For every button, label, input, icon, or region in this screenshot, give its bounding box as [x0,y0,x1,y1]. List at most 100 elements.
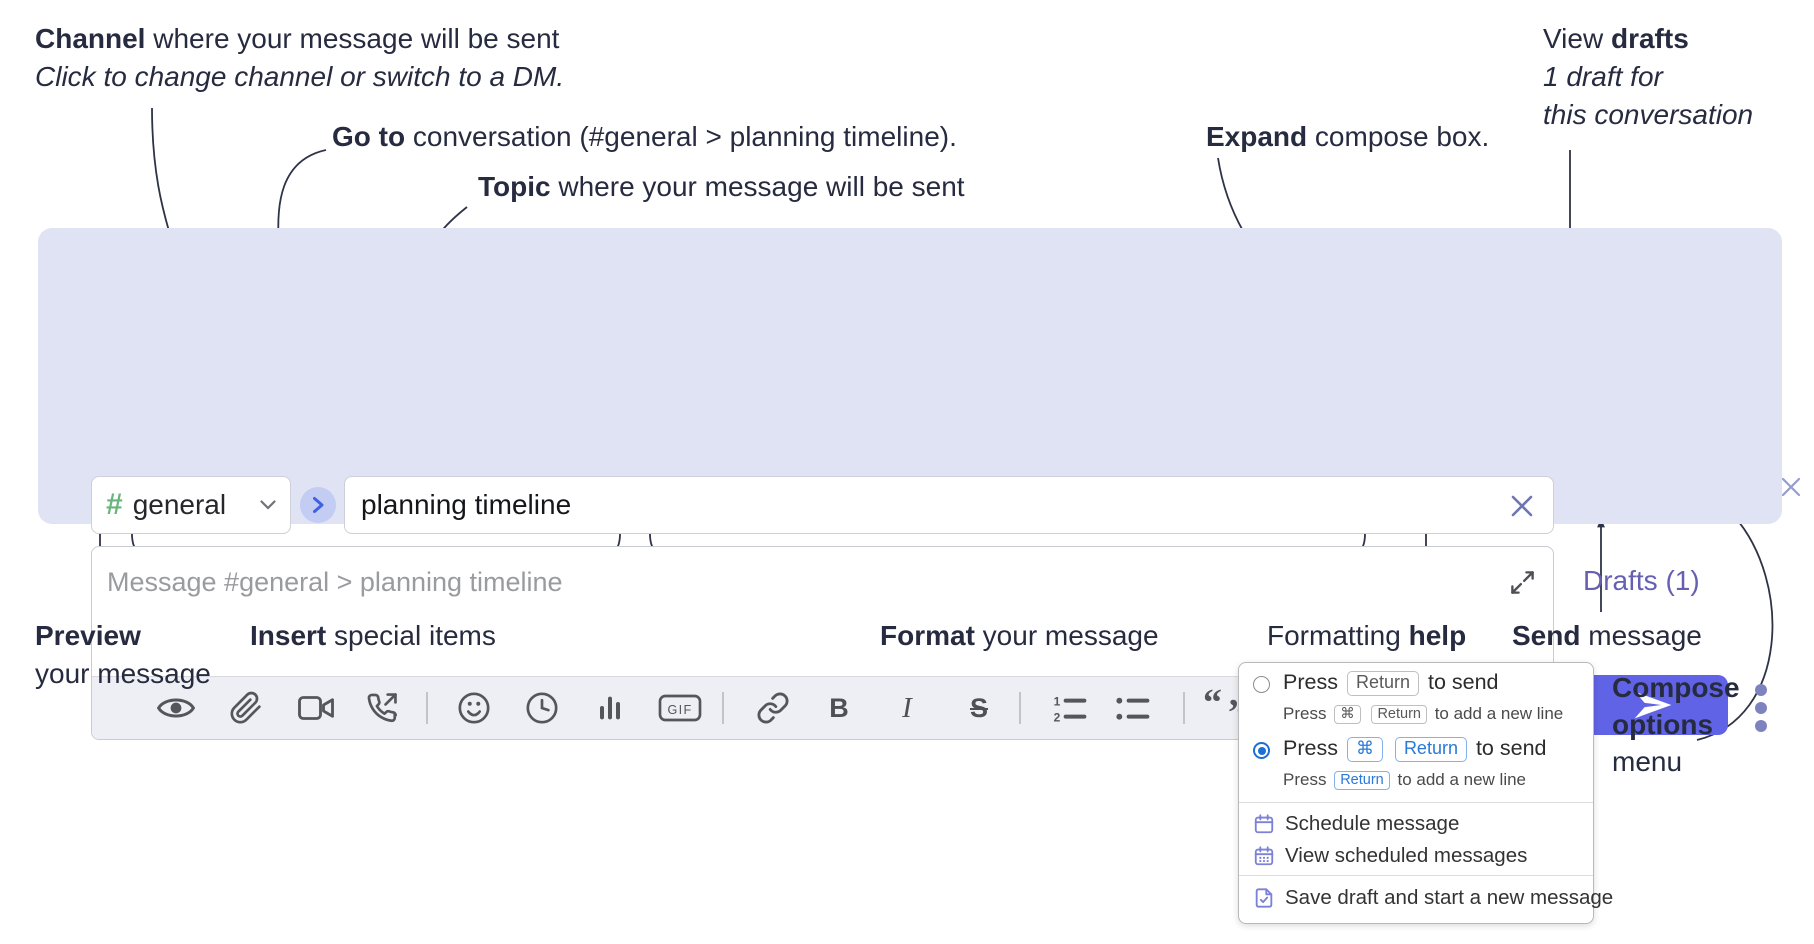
annotation-channel-rest: where your message will be sent [145,23,560,54]
compose-options-button[interactable] [1748,679,1774,735]
send-plane-icon [1634,691,1671,719]
clear-topic-button[interactable] [1508,492,1536,520]
message-input[interactable] [92,547,1553,677]
bold-button[interactable]: B [815,684,863,732]
row2-post: to send [1475,736,1547,760]
radio-cmd-return-to-send[interactable] [1253,742,1270,759]
numbered-list-icon: 1 2 [1054,694,1087,723]
expand-compose-button[interactable] [1509,569,1537,597]
topic-input[interactable] [344,476,1554,534]
menu-item-view-scheduled[interactable]: View scheduled messages [1239,842,1593,874]
label-send-rest: message [1580,620,1702,651]
chevron-right-icon [312,497,323,513]
label-format: Format your message [880,620,1159,652]
compose-options-word1: Compose [1612,672,1740,703]
return-key: Return [1394,737,1467,762]
menu-item-save-draft[interactable]: Save draft and start a new message [1239,884,1613,916]
row2-pre: Press [1283,736,1338,760]
return-key: Return [1334,771,1390,790]
italic-button[interactable]: I [883,684,931,732]
annotation-expand-bold: Expand [1206,121,1308,152]
compose-box: # general [38,228,1801,740]
row2-sub-post: to add a new line [1397,770,1527,789]
label-formatting-help-pre: Formatting [1267,620,1409,651]
gif-label: GIF [667,703,692,717]
paperclip-icon [230,691,261,724]
toolbar-separator [1019,692,1021,724]
toolbar-separator [426,692,428,724]
cmd-key: ⌘ [1346,737,1383,762]
close-icon [1781,477,1801,497]
annotation-topic: Topic where your message will be sent [478,170,965,204]
strikethrough-button[interactable]: S [955,684,1003,732]
link-icon [757,692,789,724]
row2-sub-pre: Press [1283,770,1327,789]
label-compose-options-line2: options [1612,709,1713,741]
bar-chart-icon [600,696,620,720]
clock-icon [526,692,558,724]
label-formatting-help: Formatting help [1267,620,1466,652]
annotation-channel-bold: Channel [35,23,146,54]
menu-divider [1239,802,1593,803]
send-button[interactable] [1577,675,1728,735]
annotation-channel-line2: Click to change channel or switch to a D… [35,61,565,92]
calendar-icon [1254,814,1274,834]
menu-item-label: View scheduled messages [1285,844,1528,867]
annotation-view-drafts-line2: 1 draft for [1543,61,1663,92]
attach-file-button[interactable] [222,684,270,732]
close-icon [1511,495,1533,517]
menu-item-schedule-message[interactable]: Schedule message [1239,810,1593,842]
bulleted-list-icon [1116,697,1150,720]
add-global-time-button[interactable] [518,684,566,732]
annotation-view-drafts: View drafts [1543,22,1689,56]
drafts-link[interactable]: Drafts (1) [1583,565,1700,596]
expand-diagonal-icon [1511,571,1534,594]
menu-row-return-to-send[interactable]: Press Return to send [1283,670,1499,696]
ol-number-2: 2 [1054,710,1061,723]
label-insert: Insert special items [250,620,496,652]
cmd-key: ⌘ [1334,705,1361,724]
bulleted-list-button[interactable] [1108,684,1156,732]
channel-name: general [132,489,227,520]
label-send-bold: Send [1512,620,1581,651]
row1-sub-post: to add a new line [1434,704,1564,723]
voice-call-button[interactable] [358,684,406,732]
label-preview-bold: Preview [35,620,141,651]
label-insert-bold: Insert [250,620,327,651]
label-format-rest: your message [974,620,1159,651]
label-compose-options-line3: menu [1612,746,1683,777]
calendar-days-icon [1254,846,1274,866]
add-gif-button[interactable]: GIF [656,684,704,732]
video-camera-icon [298,696,334,720]
radio-return-to-send[interactable] [1253,676,1270,693]
go-to-conversation-button[interactable] [300,487,336,523]
menu-row-cmd-return-to-send[interactable]: Press ⌘ Return to send [1283,736,1546,762]
annotation-topic-bold: Topic [478,171,551,202]
bold-icon: B [829,692,849,723]
file-check-icon [1255,888,1273,908]
menu-item-label: Schedule message [1285,812,1460,835]
annotation-channel: Channel where your message will be sent [35,22,559,56]
annotation-expand: Expand compose box. [1206,120,1489,154]
quote-open-glyph: “ [1203,682,1222,724]
numbered-list-button[interactable]: 1 2 [1045,684,1093,732]
toolbar-separator [722,692,724,724]
add-poll-button[interactable] [586,684,634,732]
annotation-view-drafts-bold: drafts [1610,23,1689,54]
row1-sub-pre: Press [1283,704,1327,723]
close-compose-button[interactable] [1778,474,1806,502]
label-send: Send message [1512,620,1702,652]
channel-selector[interactable]: # general [91,476,291,534]
add-emoji-button[interactable] [450,684,498,732]
italic-icon: I [902,691,912,724]
label-format-bold: Format [880,620,975,651]
insert-link-button[interactable] [749,684,797,732]
annotation-view-drafts-line3: this conversation [1543,99,1754,130]
compose-options-word2: options [1612,709,1714,740]
label-compose-options-line1: Compose [1612,672,1740,704]
label-formatting-help-bold: help [1408,620,1467,651]
video-call-button[interactable] [292,684,340,732]
preview-button[interactable] [152,684,200,732]
ol-number-1: 1 [1054,694,1061,708]
